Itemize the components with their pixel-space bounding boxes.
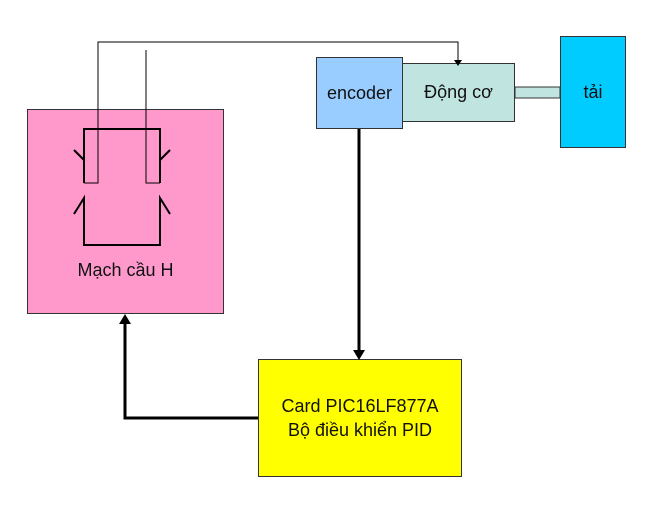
motor-label: Động cơ (424, 82, 493, 102)
h-bridge-label: Mạch cầu H (77, 260, 174, 280)
motor-shaft (514, 86, 561, 99)
encoder-block: encoder (316, 57, 403, 129)
load-label: tải (583, 81, 603, 102)
h-bridge-block: Mạch cầu H (27, 109, 224, 314)
encoder-label: encoder (326, 82, 393, 103)
encoder-feedback-arrowhead (353, 350, 365, 360)
motor-power-wires (84, 41, 459, 184)
pid-controller-block: Card PIC16LF877A Bộ điều khiển PID (258, 359, 462, 477)
controller-line-1: Card PIC16LF877A (281, 396, 439, 416)
motor-wire-arrow (454, 60, 462, 66)
controller-line-2: Bộ điều khiển PID (287, 420, 433, 440)
h-bridge-switch-symbol (73, 128, 171, 246)
motor-block: Động cơ (402, 63, 515, 122)
load-block: tải (560, 36, 626, 148)
control-signal-line (123, 323, 258, 420)
control-signal-arrowhead (119, 314, 131, 324)
